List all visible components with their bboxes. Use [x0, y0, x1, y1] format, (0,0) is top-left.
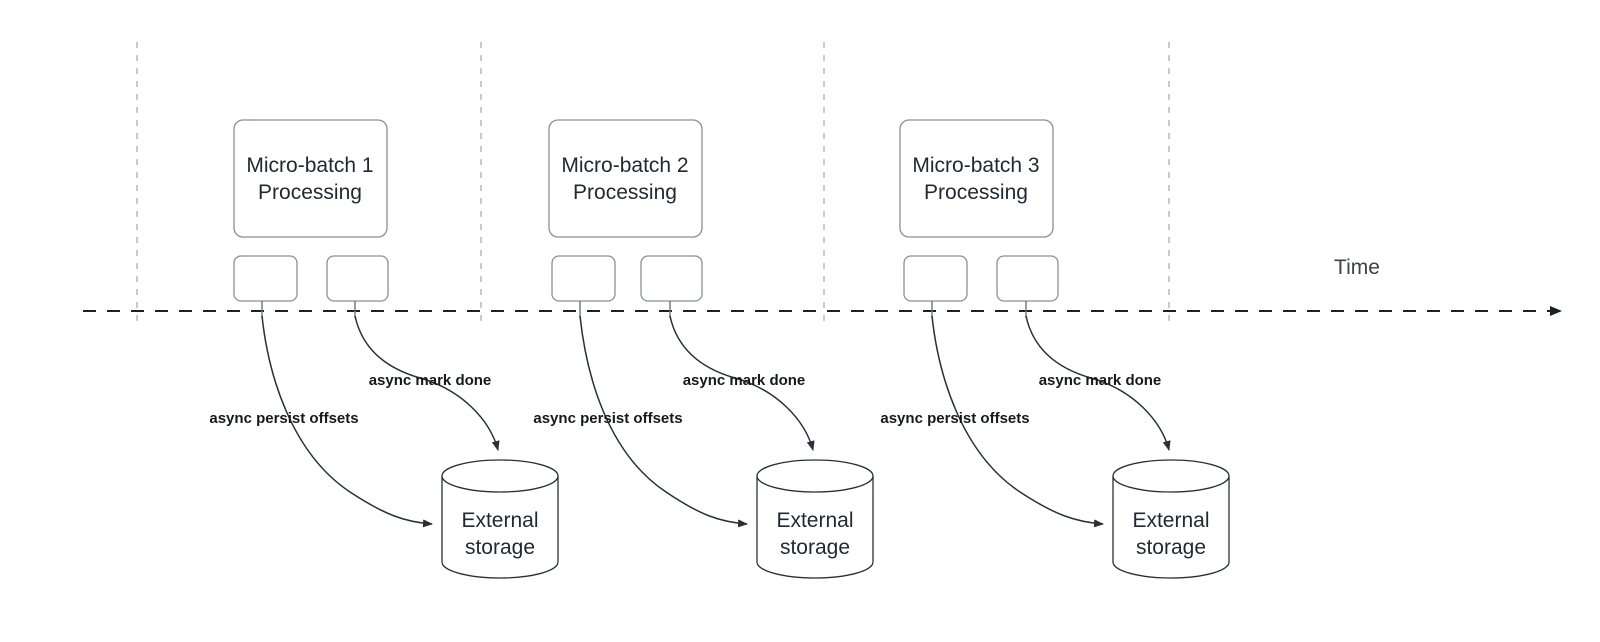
group-3: Micro-batch 3 Processing async persist o…	[880, 119, 1230, 579]
microbatch-1-label-line1: Micro-batch 1	[246, 154, 373, 177]
g3-task-box-a[interactable]	[903, 255, 968, 302]
g1-external-storage-label-line2: storage	[465, 536, 535, 559]
g3-task-box-b[interactable]	[996, 255, 1059, 302]
g3-persist-offsets-arrow	[931, 315, 1104, 528]
microbatch-2-process-box[interactable]	[548, 119, 703, 238]
g3-external-storage-top	[1112, 459, 1230, 493]
microbatch-1-process-box[interactable]	[233, 119, 388, 238]
microbatch-1-label-line2: Processing	[258, 181, 362, 204]
g2-persist-offsets-arrow	[579, 315, 748, 528]
g2-mark-done-arrow	[669, 315, 815, 451]
g1-external-storage-body[interactable]	[441, 476, 559, 579]
g2-mark-done-label: async mark done	[683, 372, 806, 389]
g1-external-storage-top	[441, 459, 559, 493]
g2-task-box-a[interactable]	[551, 255, 616, 302]
g2-external-storage-body[interactable]	[756, 476, 874, 579]
g3-mark-done-arrow	[1025, 315, 1171, 451]
g1-persist-offsets-arrow	[261, 315, 433, 528]
time-axis-label: Time	[1334, 256, 1380, 279]
g3-persist-offsets-label: async persist offsets	[880, 410, 1029, 427]
microbatch-3-label-line1: Micro-batch 3	[912, 154, 1039, 177]
g3-mark-done-label: async mark done	[1039, 372, 1162, 389]
microbatch-3-label-line2: Processing	[924, 181, 1028, 204]
g1-task-box-a[interactable]	[233, 255, 298, 302]
g2-external-storage-label-line1: External	[776, 509, 853, 532]
group-2: Micro-batch 2 Processing async persist o…	[533, 119, 874, 579]
g1-mark-done-label: async mark done	[369, 372, 492, 389]
microbatch-2-label-line1: Micro-batch 2	[561, 154, 688, 177]
g2-external-storage-label-line2: storage	[780, 536, 850, 559]
g1-mark-done-arrow	[354, 315, 500, 451]
g3-external-storage-body[interactable]	[1112, 476, 1230, 579]
g3-external-storage-label-line1: External	[1132, 509, 1209, 532]
g3-external-storage-label-line2: storage	[1136, 536, 1206, 559]
g2-task-box-b[interactable]	[640, 255, 703, 302]
microbatch-2-label-line2: Processing	[573, 181, 677, 204]
g2-persist-offsets-label: async persist offsets	[533, 410, 682, 427]
g1-external-storage-label-line1: External	[461, 509, 538, 532]
g1-task-box-b[interactable]	[326, 255, 389, 302]
group-1: Micro-batch 1 Processing async persist o…	[209, 119, 559, 579]
g1-persist-offsets-label: async persist offsets	[209, 410, 358, 427]
microbatch-3-process-box[interactable]	[899, 119, 1054, 238]
g2-external-storage-top	[756, 459, 874, 493]
